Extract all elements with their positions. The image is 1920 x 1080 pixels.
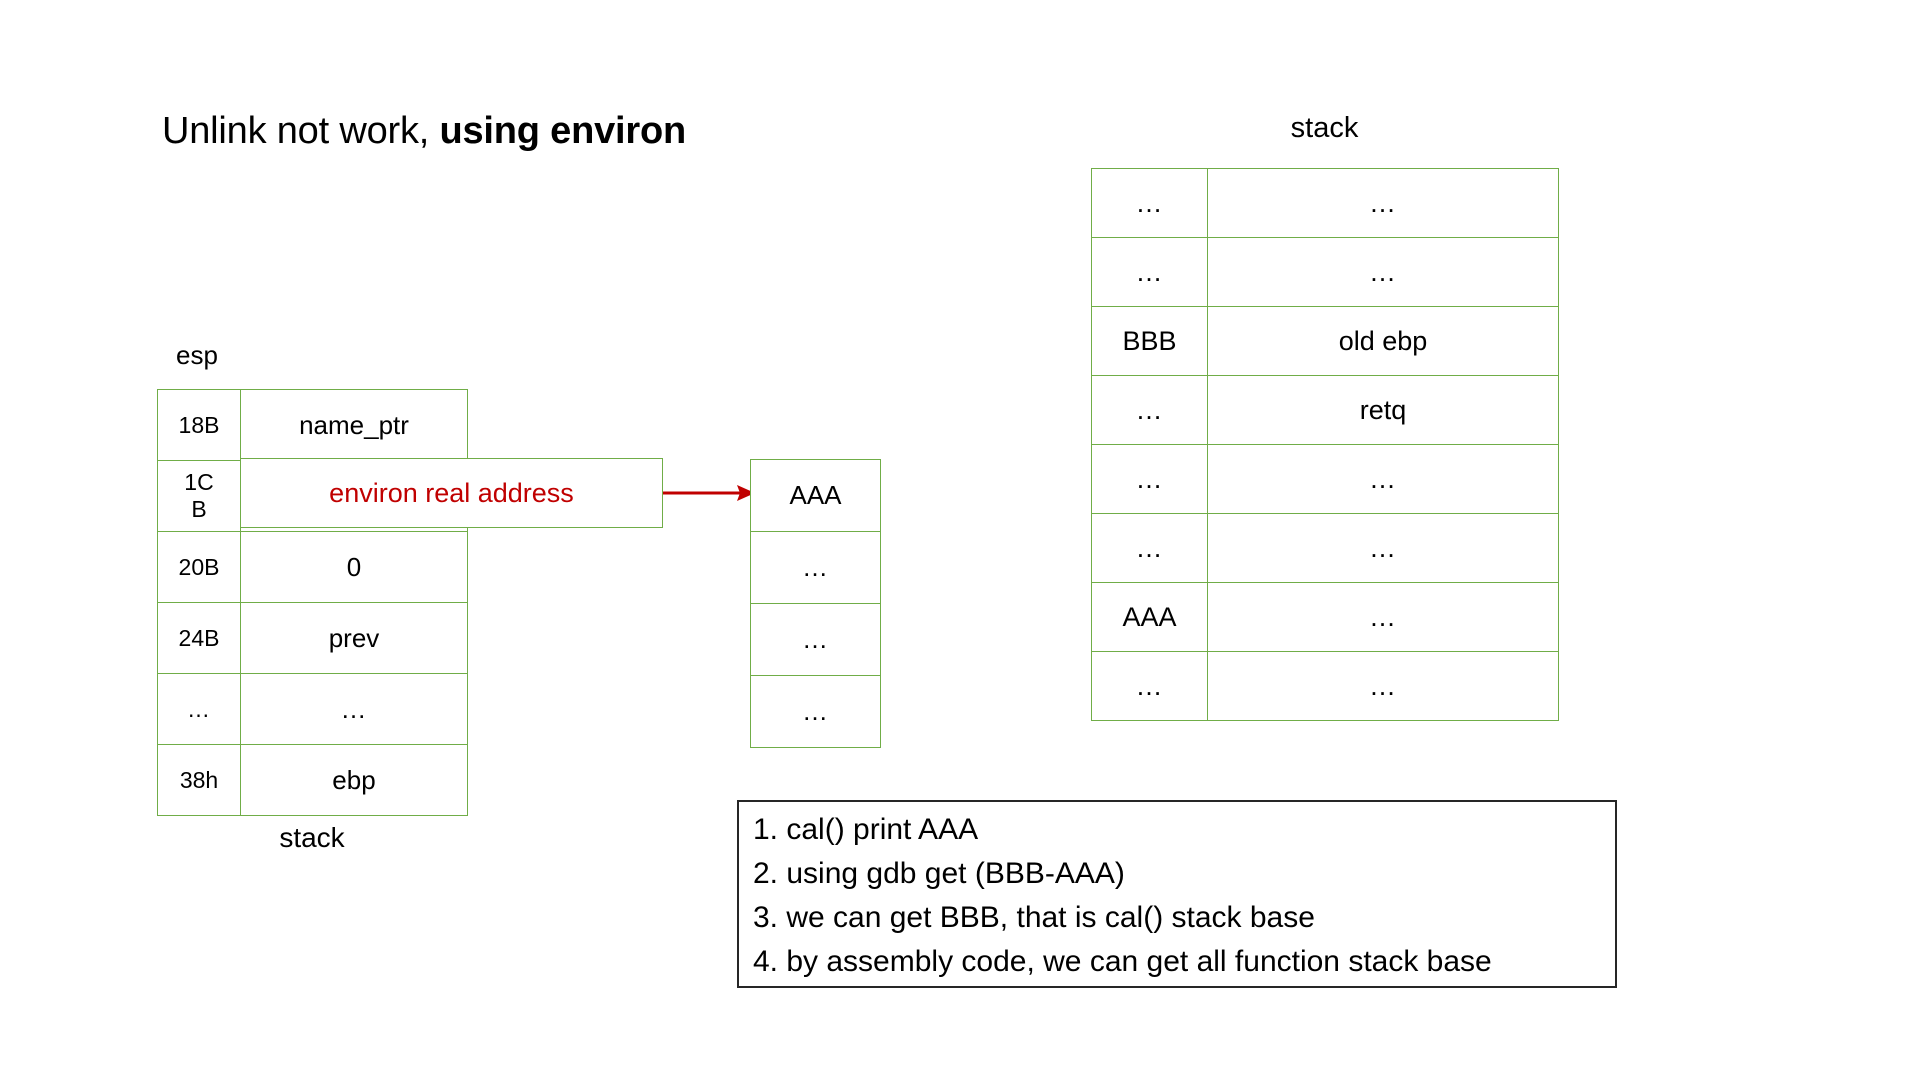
- table-row: … …: [1091, 513, 1559, 583]
- left-stack-value: prev: [240, 602, 468, 674]
- right-stack-value: …: [1207, 444, 1559, 514]
- right-stack-addr: AAA: [1091, 582, 1208, 652]
- page-title-plain: Unlink not work,: [162, 110, 440, 152]
- environ-target-value: …: [750, 531, 881, 604]
- right-stack-addr: …: [1091, 375, 1208, 445]
- table-row: AAA: [750, 459, 881, 532]
- note-line: 3. we can get BBB, that is cal() stack b…: [753, 901, 1315, 934]
- left-stack-value: 0: [240, 531, 468, 603]
- table-row: 24B prev: [157, 602, 468, 674]
- right-stack-value: …: [1207, 168, 1559, 238]
- right-stack-addr: …: [1091, 444, 1208, 514]
- table-row: …: [750, 531, 881, 604]
- left-stack-addr: …: [157, 673, 241, 745]
- table-row: … …: [1091, 237, 1559, 307]
- left-stack-value: …: [240, 673, 468, 745]
- right-stack-value: …: [1207, 651, 1559, 721]
- addr-line-1: 1C: [184, 469, 214, 495]
- note-line: 4. by assembly code, we can get all func…: [753, 945, 1492, 978]
- left-stack-addr: 20B: [157, 531, 241, 603]
- table-row: … …: [1091, 444, 1559, 514]
- note-line: 2. using gdb get (BBB-AAA): [753, 857, 1125, 890]
- addr-line-2: B: [191, 496, 207, 522]
- table-row: 18B name_ptr: [157, 389, 468, 461]
- table-row: … …: [1091, 168, 1559, 238]
- right-stack-value: …: [1207, 237, 1559, 307]
- right-stack-value: old ebp: [1207, 306, 1559, 376]
- right-stack-addr: BBB: [1091, 306, 1208, 376]
- note-line: 1. cal() print AAA: [753, 813, 979, 846]
- left-stack-caption: stack: [279, 822, 345, 853]
- environ-target-value: AAA: [750, 459, 881, 532]
- page-title-bold: using environ: [439, 110, 687, 152]
- table-row: BBB old ebp: [1091, 306, 1559, 376]
- table-row: AAA …: [1091, 582, 1559, 652]
- right-stack-table: … … … … BBB old ebp … retq … … … … AAA ……: [1091, 168, 1559, 721]
- environ-target-table: AAA … … …: [750, 459, 881, 748]
- notes-box: 1. cal() print AAA 2. using gdb get (BBB…: [737, 800, 1617, 988]
- table-row: …: [750, 603, 881, 676]
- environ-target-value: …: [750, 675, 881, 748]
- arrow-right-icon: [663, 485, 755, 501]
- table-row: … retq: [1091, 375, 1559, 445]
- right-stack-value: …: [1207, 582, 1559, 652]
- page-title: Unlink not work, using environ: [162, 108, 686, 154]
- table-row: … …: [157, 673, 468, 745]
- right-stack-addr: …: [1091, 237, 1208, 307]
- table-row: 20B 0: [157, 531, 468, 603]
- esp-pointer-label: esp: [176, 340, 218, 370]
- environ-real-address-cell: environ real address: [240, 458, 663, 528]
- right-stack-addr: …: [1091, 168, 1208, 238]
- left-stack-addr: 24B: [157, 602, 241, 674]
- left-stack-value: ebp: [240, 744, 468, 816]
- left-stack-value: name_ptr: [240, 389, 468, 461]
- table-row: …: [750, 675, 881, 748]
- left-stack-addr: 18B: [157, 389, 241, 461]
- right-stack-caption: stack: [1290, 112, 1359, 144]
- right-stack-value: …: [1207, 513, 1559, 583]
- left-stack-addr: 38h: [157, 744, 241, 816]
- environ-target-value: …: [750, 603, 881, 676]
- right-stack-value: retq: [1207, 375, 1559, 445]
- table-row: 38h ebp: [157, 744, 468, 816]
- right-stack-addr: …: [1091, 513, 1208, 583]
- right-stack-addr: …: [1091, 651, 1208, 721]
- table-row: … …: [1091, 651, 1559, 721]
